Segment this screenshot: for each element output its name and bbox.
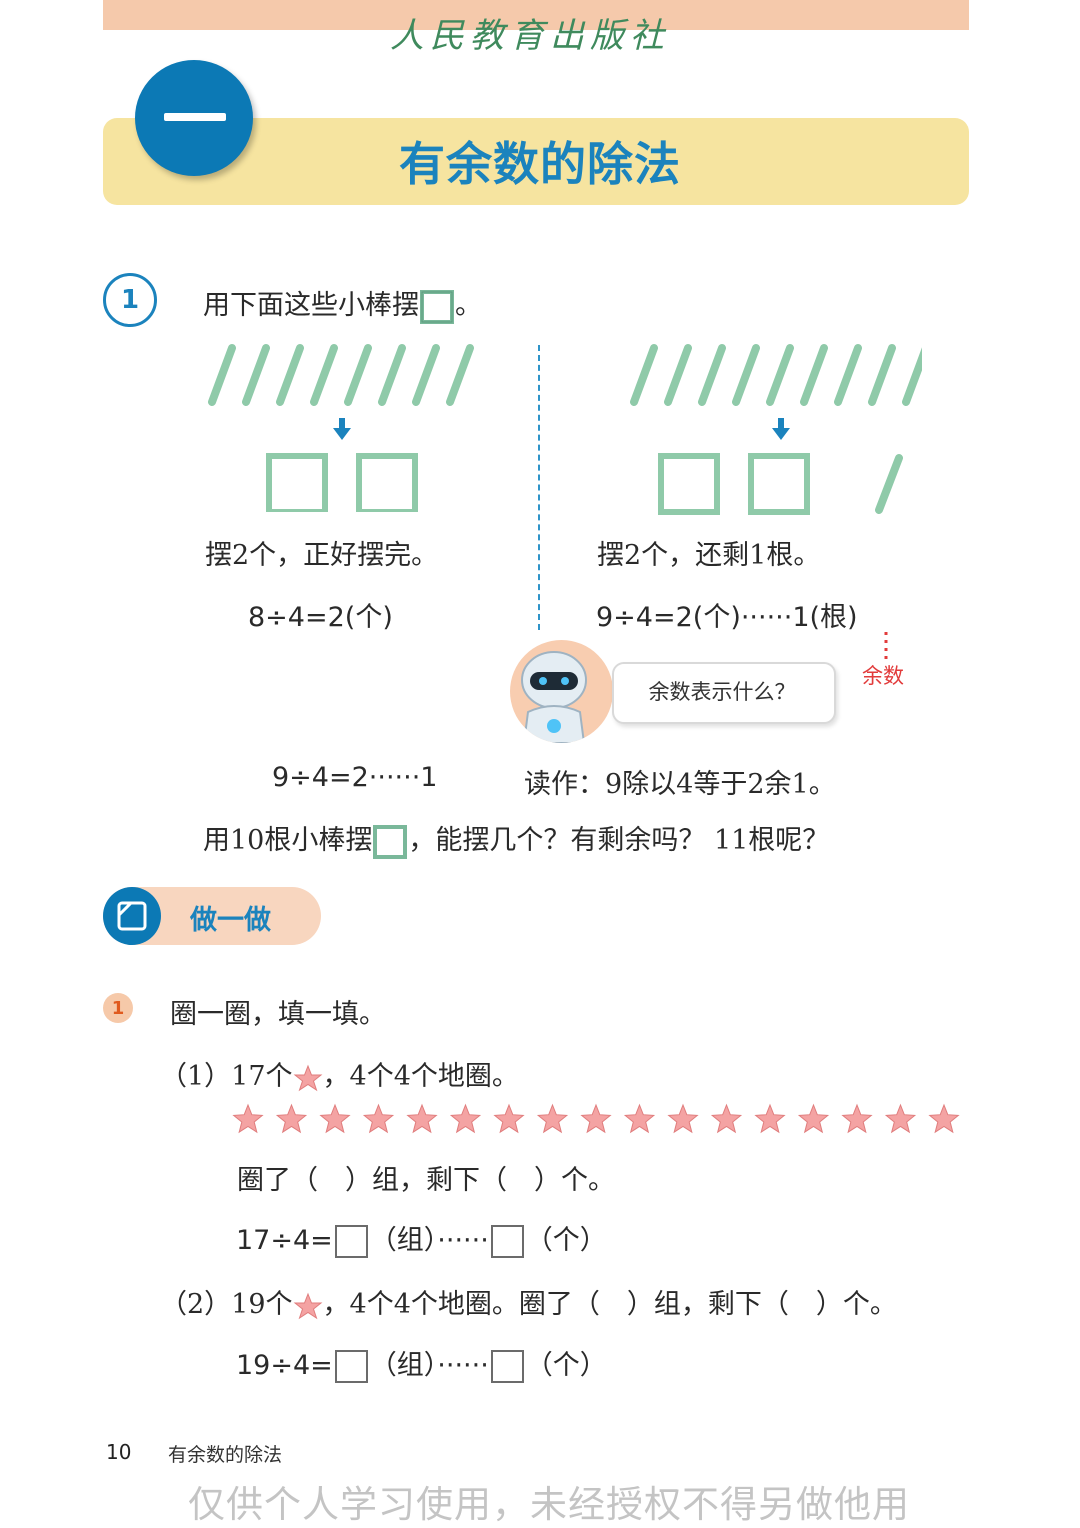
stick-square <box>266 453 328 512</box>
unit-number-one <box>164 113 226 121</box>
stick <box>242 344 270 406</box>
star-icon[interactable] <box>797 1103 830 1134</box>
publisher-logo: 人民教育出版社 <box>390 16 670 56</box>
part2-suffix: ，4个4个地圈。圈了（ ）组，剩下（ ）个。 <box>322 1289 897 1320</box>
star-icon[interactable] <box>319 1103 351 1134</box>
part2-eq-prefix: 19÷4= <box>236 1350 333 1381</box>
pencil-square-icon <box>117 901 147 931</box>
stick <box>902 347 922 406</box>
watermark: 仅供个人学习使用，未经授权不得另做他用 <box>188 1483 910 1526</box>
stick-square <box>748 453 810 515</box>
part2-line: （2）19个 ，4个4个地圈。圈了（ ）组，剩下（ ）个。 <box>160 1282 897 1321</box>
stick <box>800 344 828 406</box>
arrow-down-icon <box>772 418 790 440</box>
right-caption: 摆2个，还剩1根。 <box>597 540 821 571</box>
stick <box>446 344 474 406</box>
group-unit: （组）······ <box>369 1225 489 1256</box>
arrow-down-icon <box>333 418 351 440</box>
star-icon[interactable] <box>580 1103 612 1134</box>
part1-eq-prefix: 17÷4= <box>236 1225 333 1256</box>
star-icon[interactable] <box>232 1103 264 1134</box>
stick <box>664 344 692 406</box>
part1-suffix: ，4个4个地圈。 <box>322 1061 519 1092</box>
page-title: 有余数的除法 <box>399 137 681 191</box>
remainder-label: 余数 <box>862 664 904 688</box>
star-icon <box>293 1064 322 1091</box>
footer-section-title: 有余数的除法 <box>168 1444 283 1466</box>
stick <box>630 344 658 406</box>
star-icon[interactable] <box>928 1103 960 1134</box>
stick <box>412 344 440 406</box>
example-prompt-end: 。 <box>455 290 482 321</box>
reading-text: 读作：9除以4等于2余1。 <box>524 769 836 800</box>
remainder-pointer <box>884 632 888 662</box>
stick-square <box>356 453 418 512</box>
stick <box>766 344 794 406</box>
robot-question: 余数表示什么？ <box>648 680 796 704</box>
question-number-badge: 1 <box>103 993 133 1023</box>
reading-equation: 9÷4=2······1 <box>272 762 438 793</box>
example-prompt: 用下面这些小棒摆 。 <box>203 283 482 325</box>
stick <box>868 344 896 406</box>
stick <box>344 344 372 406</box>
practice-icon <box>103 887 161 945</box>
star-icon[interactable] <box>841 1103 873 1134</box>
stick-square-icon <box>373 824 408 859</box>
star-icon[interactable] <box>536 1103 569 1134</box>
group-unit: （组）······ <box>369 1350 489 1381</box>
star-icon <box>293 1292 322 1319</box>
follow-up-suffix: ，能摆几个？有剩余吗？ 11根呢？ <box>408 825 830 856</box>
part2-equation: 19÷4= （组）······ （个） <box>236 1343 607 1383</box>
item-unit: （个） <box>525 1225 607 1256</box>
dashed-divider <box>538 345 540 630</box>
answer-box-remainder[interactable] <box>490 1225 524 1258</box>
page-number: 10 <box>106 1440 132 1464</box>
answer-box-groups[interactable] <box>334 1350 368 1383</box>
star-icon[interactable] <box>449 1103 482 1134</box>
top-color-bar <box>103 0 969 30</box>
left-caption: 摆2个，正好摆完。 <box>205 540 439 571</box>
star-icon[interactable] <box>493 1103 525 1134</box>
stick <box>698 344 726 406</box>
star-icon[interactable] <box>406 1103 438 1134</box>
speech-bubble <box>612 662 836 724</box>
star-icon[interactable] <box>884 1103 917 1134</box>
left-equation: 8÷4=2(个) <box>248 602 393 633</box>
example-number-badge: 1 <box>103 273 157 327</box>
star-icon[interactable] <box>362 1103 395 1134</box>
part1-equation: 17÷4= （组）······ （个） <box>236 1218 607 1258</box>
answer-box-groups[interactable] <box>334 1225 368 1258</box>
stick <box>378 344 406 406</box>
robot-avatar <box>510 640 613 743</box>
star-icon[interactable] <box>710 1103 743 1134</box>
follow-up-prefix: 用10根小棒摆 <box>203 825 373 856</box>
stars-row <box>232 1103 960 1134</box>
stick-square-icon <box>420 289 454 324</box>
leftover-stick <box>875 454 903 514</box>
stick <box>834 344 862 406</box>
stick-square <box>658 453 720 515</box>
stick <box>732 344 760 406</box>
star-icon[interactable] <box>275 1103 308 1134</box>
sticks-right-group <box>630 344 922 515</box>
robot-icon <box>521 651 587 743</box>
part2-prefix: （2）19个 <box>160 1289 293 1320</box>
part1-prefix: （1）17个 <box>160 1061 293 1092</box>
star-icon[interactable] <box>667 1103 699 1134</box>
stick <box>208 344 236 406</box>
follow-up-question: 用10根小棒摆 ，能摆几个？有剩余吗？ 11根呢？ <box>203 818 829 860</box>
star-icon[interactable] <box>623 1103 656 1134</box>
question-text: 圈一圈，填一填。 <box>170 999 386 1030</box>
example-prompt-text: 用下面这些小棒摆 <box>203 290 419 321</box>
stick <box>310 344 338 406</box>
practice-label: 做一做 <box>190 905 271 936</box>
part1-fill: 圈了（ ）组，剩下（ ）个。 <box>237 1165 615 1196</box>
stick <box>276 344 304 406</box>
sticks-left-group <box>208 344 474 512</box>
answer-box-remainder[interactable] <box>490 1350 524 1383</box>
part1-line: （1）17个 ，4个4个地圈。 <box>160 1054 519 1093</box>
item-unit: （个） <box>525 1350 607 1381</box>
star-icon[interactable] <box>754 1103 786 1134</box>
right-equation: 9÷4=2(个)······1(根) <box>596 602 858 633</box>
